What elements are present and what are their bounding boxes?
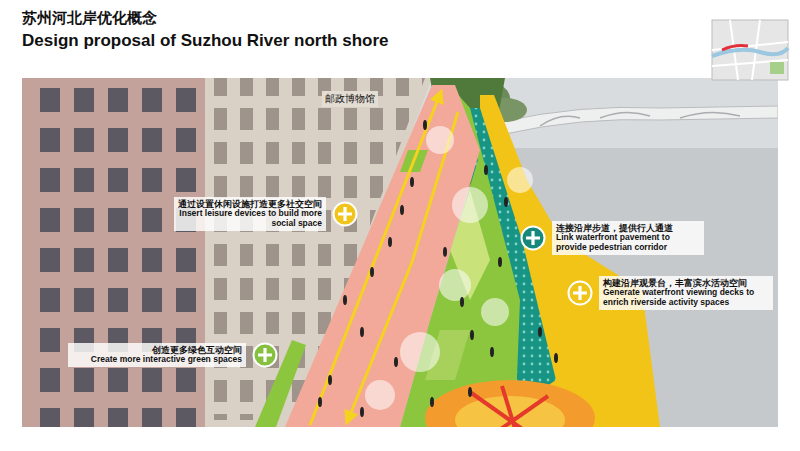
person — [360, 327, 364, 337]
person — [343, 295, 347, 305]
callout-caption: Create more interactive green spaces — [72, 355, 242, 365]
callout-marker: 连接沿岸步道，提供行人通道Link waterfront pavement to… — [520, 225, 546, 251]
plus-sign — [573, 286, 587, 300]
person — [484, 165, 488, 175]
walking-route — [348, 112, 458, 420]
person — [538, 327, 542, 337]
marker-circle — [522, 227, 545, 250]
person — [400, 205, 404, 215]
person — [443, 247, 447, 257]
marker-circle — [334, 203, 357, 226]
tree — [365, 380, 395, 410]
person — [318, 397, 322, 407]
person — [430, 397, 434, 407]
place-label: 邮政博物馆 — [322, 91, 378, 107]
plus-sign — [526, 231, 540, 245]
plaza-sculpture — [470, 386, 548, 427]
person — [394, 357, 398, 367]
location-map — [712, 20, 788, 80]
plus-circle — [332, 201, 358, 227]
person — [498, 257, 502, 267]
bridge-arches — [540, 112, 740, 126]
plus-sign — [258, 348, 272, 362]
callout-title: 构建沿岸观景台，丰富滨水活动空间 — [603, 278, 769, 288]
person — [504, 197, 508, 207]
callout-caption: Link waterfront pavement to provide pede… — [556, 233, 700, 253]
person — [470, 330, 474, 340]
callout-caption: Generate waterfront viewing decks to enr… — [603, 288, 769, 308]
photo-montage — [22, 78, 778, 427]
map-frame — [712, 20, 788, 80]
tree — [400, 332, 440, 372]
plus-sign — [338, 207, 352, 221]
pedestrian-walkway — [285, 85, 480, 427]
people — [318, 120, 558, 417]
trees — [365, 126, 533, 410]
plus-circle — [567, 280, 593, 306]
tree — [439, 269, 471, 301]
tree — [507, 167, 533, 193]
plaza — [425, 380, 595, 427]
person — [360, 407, 364, 417]
person — [554, 353, 558, 363]
callout-title: 连接沿岸步道，提供行人通道 — [556, 223, 700, 233]
person — [490, 347, 494, 357]
plus-circle — [252, 342, 278, 368]
person — [423, 120, 427, 130]
river-water — [22, 78, 778, 427]
callout-caption: Insert leisure devices to build more soc… — [178, 209, 322, 229]
person — [468, 387, 472, 397]
person — [460, 297, 464, 307]
person — [388, 237, 392, 247]
building-left — [22, 78, 207, 427]
map-park — [770, 62, 784, 74]
person — [328, 375, 332, 385]
walking-route — [310, 94, 440, 425]
map-site — [722, 46, 748, 51]
building-windows — [28, 78, 200, 427]
tree — [481, 298, 509, 326]
marker-circle — [569, 282, 592, 305]
callout-text-group: 通过设置休闲设施打造更多社交空间Insert leisure devices t… — [174, 197, 326, 231]
callout-marker: 通过设置休闲设施打造更多社交空间Insert leisure devices t… — [332, 201, 358, 227]
callout-text-group: 构建沿岸观景台，丰富滨水活动空间Generate waterfront view… — [599, 276, 773, 310]
subtitle-text: Design proposal of Suzhou River north sh… — [22, 31, 388, 51]
callout-title: 通过设置休闲设施打造更多社交空间 — [178, 199, 322, 209]
callout-marker: 创造更多绿色互动空间Create more interactive green … — [252, 342, 278, 368]
callout-text-group: 连接沿岸步道，提供行人通道Link waterfront pavement to… — [552, 221, 704, 255]
person — [410, 177, 414, 187]
callout-marker: 构建沿岸观景台，丰富滨水活动空间Generate waterfront view… — [567, 280, 593, 306]
tree — [426, 126, 454, 154]
title-text: 苏州河北岸优化概念 — [22, 9, 157, 28]
map-roads — [712, 20, 788, 80]
person — [370, 267, 374, 277]
callout-title: 创造更多绿色互动空间 — [72, 345, 242, 355]
tree — [452, 187, 488, 223]
marker-circle — [254, 344, 277, 367]
bridge — [500, 106, 778, 134]
plus-circle — [520, 225, 546, 251]
callout-text-group: 创造更多绿色互动空间Create more interactive green … — [68, 343, 246, 367]
